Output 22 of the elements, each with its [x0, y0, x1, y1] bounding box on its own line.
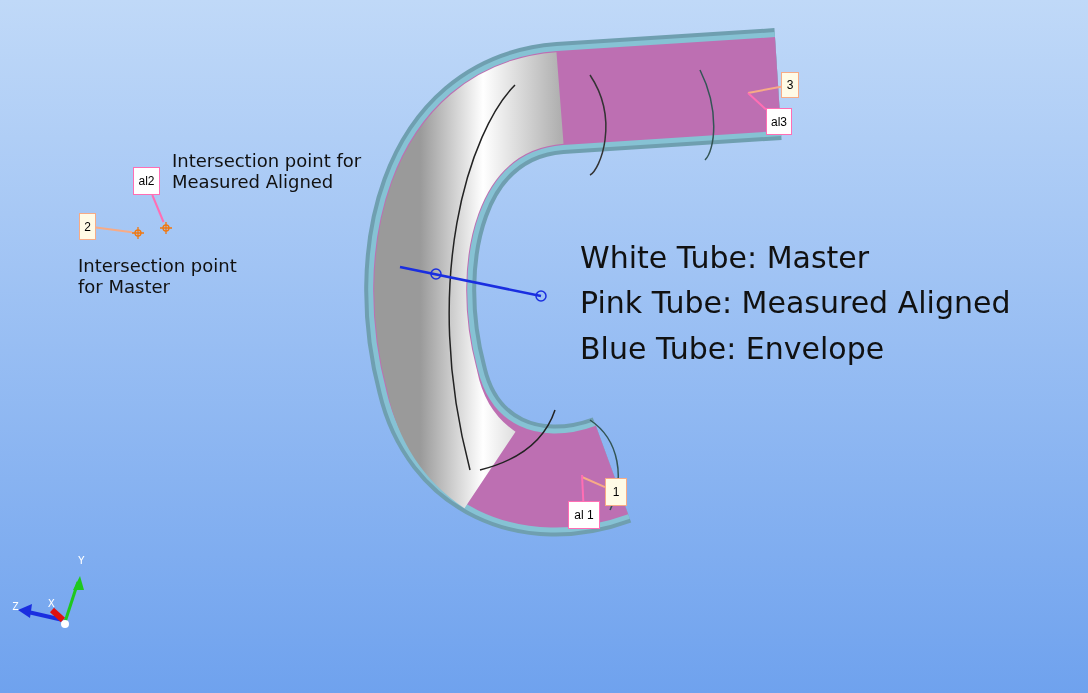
callout-label: 1: [605, 478, 627, 506]
crosshair-marker: [132, 227, 144, 239]
leader-line: [581, 474, 585, 502]
legend-text: Blue Tube: Envelope: [580, 331, 886, 366]
annotation-text: Intersection point for Master: [78, 255, 238, 297]
annotation-text: Intersection point for Measured Aligned: [172, 150, 363, 192]
leader-line: [747, 85, 782, 94]
axis-label: Z: [12, 600, 19, 613]
leader-line: [747, 92, 767, 111]
callout-label: al3: [766, 108, 792, 135]
legend-text: Pink Tube: Measured Aligned: [580, 285, 1012, 320]
leader-line: [151, 194, 165, 223]
callout-label: 2: [79, 213, 96, 240]
callout-label: 3: [781, 72, 799, 98]
legend-text: White Tube: Master: [580, 240, 871, 275]
leader-line: [581, 476, 606, 489]
callout-label: al 1: [568, 501, 600, 529]
callout-label: al2: [133, 167, 160, 195]
axis-label: Y: [78, 554, 85, 567]
axis-label: X: [48, 597, 55, 610]
leader-line: [95, 226, 133, 234]
crosshair-marker: [160, 222, 172, 234]
